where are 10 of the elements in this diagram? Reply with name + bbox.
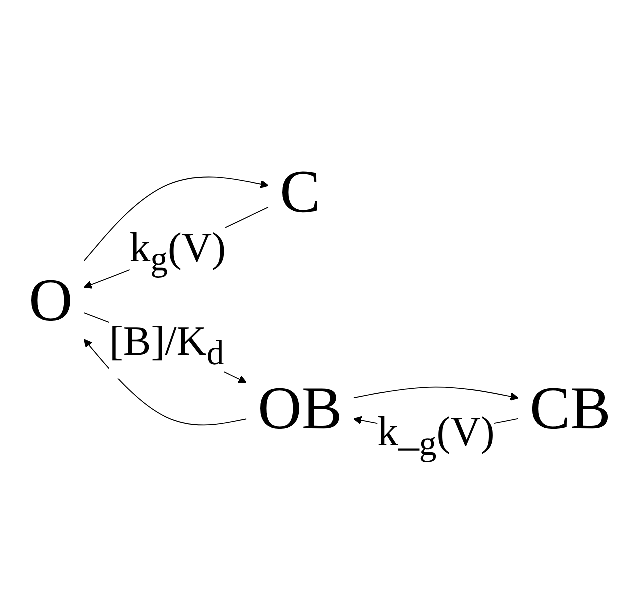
arrow xyxy=(84,176,269,262)
node-text: O xyxy=(28,266,73,334)
edge-label: k_$_{g}$(V) xyxy=(378,408,495,463)
node-text: OB xyxy=(258,374,342,442)
edge-label: [B]/K$_{d}$ xyxy=(109,318,224,372)
arrow xyxy=(84,339,248,426)
node-text: CB xyxy=(530,374,612,442)
edge-label: k$_{g}$(V) xyxy=(130,224,226,278)
node-text: C xyxy=(280,158,321,226)
arrow xyxy=(353,386,519,401)
